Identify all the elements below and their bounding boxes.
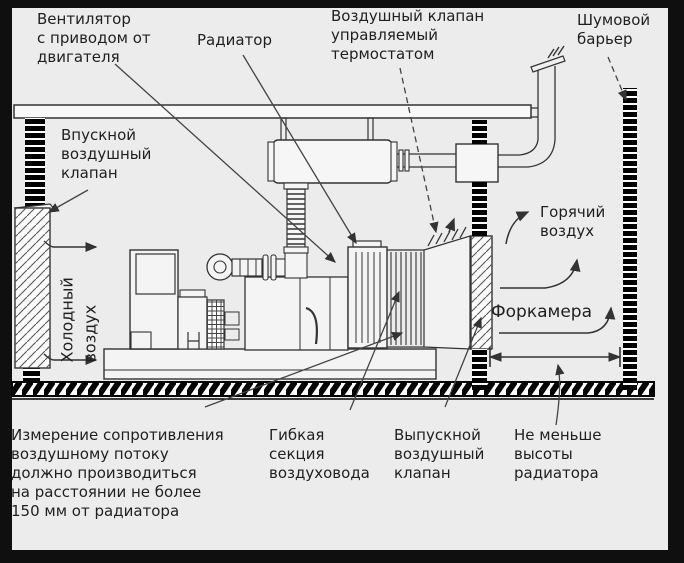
exhaust-pipe-and-stack [397, 45, 566, 183]
ceiling-slab [13, 104, 532, 119]
label-min-height: Не меньше высоты радиатора [514, 426, 602, 482]
label-outlet-valve: Выпускной воздушный клапан [394, 426, 485, 482]
dimension-arrow [488, 347, 622, 367]
inlet-air-valve [13, 203, 58, 369]
cold-air-arrows [43, 240, 98, 366]
label-cold-air: Холодный воздух [57, 277, 100, 363]
label-measurement-note: Измерение сопротивления воздушному поток… [11, 426, 224, 520]
label-thermostat-valve: Воздушный клапан управляемый термостатом [331, 7, 485, 63]
label-hot-air: Горячий воздух [540, 203, 606, 240]
label-inlet-valve: Впускной воздушный клапан [61, 126, 152, 182]
outlet-air-valve [470, 235, 493, 350]
floor-hatch [11, 381, 655, 400]
discharge-transition [423, 226, 471, 350]
label-fan: Вентилятор с приводом от двигателя [37, 10, 151, 66]
flexible-duct-section [387, 249, 424, 348]
generator-set [103, 249, 437, 380]
exhaust-muffler [267, 117, 398, 254]
label-noise-barrier: Шумовой барьер [577, 11, 651, 48]
noise-barrier-wall [623, 88, 637, 390]
leader-lines [47, 54, 627, 426]
hot-air-arrows [444, 211, 616, 334]
radiator [347, 240, 388, 349]
label-flexible-duct: Гибкая секция воздуховода [269, 426, 370, 482]
right-wall [472, 120, 487, 390]
label-radiator: Радиатор [197, 31, 272, 49]
label-forechamber: Форкамера [491, 302, 593, 322]
